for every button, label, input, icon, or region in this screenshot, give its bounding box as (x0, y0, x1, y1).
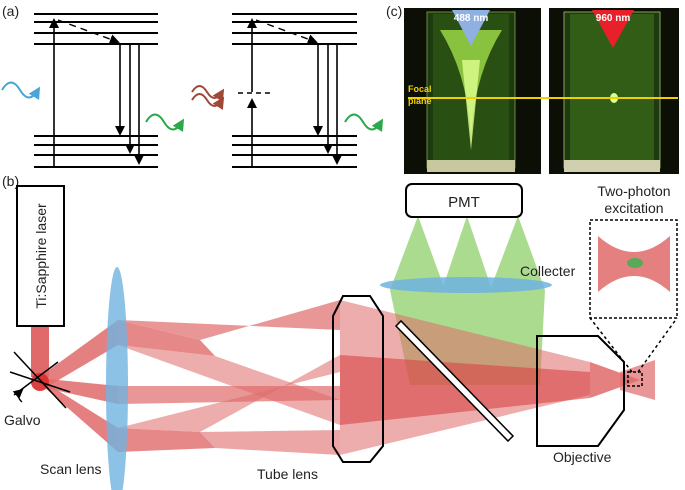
two-photon-excitation-inset: Two-photon excitation (589, 183, 678, 319)
relaxation-arrow (57, 19, 120, 44)
wavelength-960-label: 960 nm (596, 13, 631, 24)
panel-label-b: (b) (2, 173, 19, 189)
red-photon-icon-2 (191, 93, 225, 110)
panel-label-a: (a) (2, 3, 19, 19)
inset-title-line2: excitation (604, 200, 663, 216)
laser-label: Ti:Sapphire laser (33, 203, 49, 309)
focal-label-line1: Focal (408, 84, 432, 94)
pmt-detector: PMT (405, 183, 523, 218)
red-photon-icon-1 (191, 85, 225, 102)
objective-label: Objective (553, 449, 612, 465)
galvo-rotation-icon (12, 388, 24, 403)
jablonski-two-photon (191, 13, 384, 168)
inset-title-line1: Two-photon (597, 183, 670, 199)
wavelength-488-label: 488 nm (454, 13, 489, 24)
green-photon-icon-2 (344, 113, 384, 132)
excitation-volume (627, 258, 643, 268)
dichroic-mirror (394, 319, 515, 443)
pmt-label: PMT (448, 194, 480, 211)
focal-label-line2: plane (408, 96, 432, 106)
laser-beam-path (31, 300, 655, 455)
relaxation-arrow-2 (255, 19, 318, 44)
scan-lens: Scan lens (40, 267, 128, 490)
excitation-beam-488 (452, 10, 490, 46)
photo-488nm: 488 nm Focal plane (404, 8, 541, 174)
green-photon-icon (145, 113, 185, 132)
jablonski-one-photon (1, 13, 185, 168)
ti-sapphire-laser: Ti:Sapphire laser (16, 185, 65, 327)
photo-960nm: 960 nm (549, 8, 679, 174)
inset-guide-right (637, 317, 678, 373)
panel-label-c: (c) (386, 3, 402, 19)
tube-lens-label: Tube lens (257, 466, 318, 482)
collector-lens: Collecter (380, 263, 576, 293)
focus-point-marker (627, 371, 643, 387)
galvo-mirror: Galvo (4, 351, 71, 428)
galvo-label: Galvo (4, 412, 41, 428)
inset-guide-left (589, 317, 633, 373)
objective-lens: Objective (536, 335, 625, 465)
collector-label: Collecter (520, 263, 576, 279)
scan-lens-label: Scan lens (40, 461, 101, 477)
excitation-beam-960 (592, 10, 634, 48)
tube-lens: Tube lens (257, 295, 384, 482)
blue-photon-icon (1, 81, 41, 100)
